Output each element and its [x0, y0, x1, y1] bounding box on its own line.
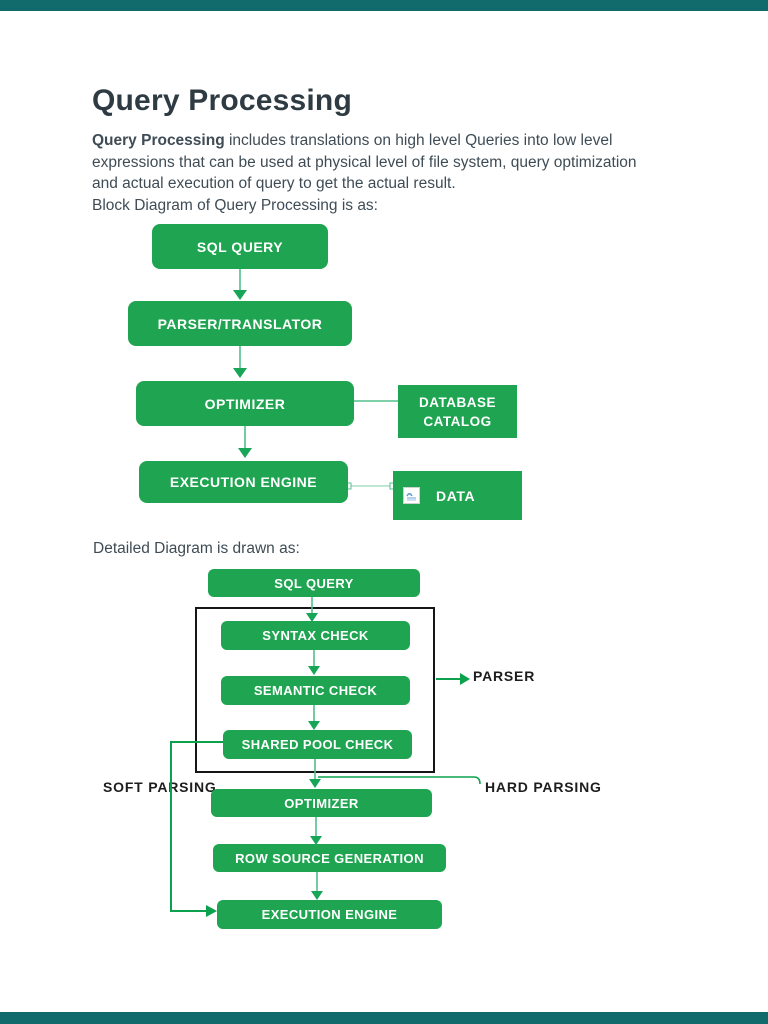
node-execution-engine-2: EXECUTION ENGINE: [217, 900, 442, 929]
node-optimizer-2: OPTIMIZER: [211, 789, 432, 817]
viewer-bottom-bar: [0, 1012, 768, 1024]
arrow-optimizer-to-executionengine: [238, 426, 252, 458]
node-sql-query-2: SQL QUERY: [208, 569, 420, 597]
arrow-sqlquery-to-parsertranslator: [233, 269, 247, 300]
hard-parsing-label: HARD PARSING: [485, 779, 602, 795]
node-row-source-generation: ROW SOURCE GENERATION: [213, 844, 446, 872]
soft-parsing-label: SOFT PARSING: [103, 779, 217, 795]
hard-parsing-line: [318, 776, 481, 785]
arrow-rowsourcegeneration-to-executionengine2: [311, 872, 323, 900]
node-database-catalog: DATABASE CATALOG: [398, 385, 517, 438]
paragraph-line-1: Query Processing includes translations o…: [92, 130, 637, 152]
node-shared-pool-check: SHARED POOL CHECK: [223, 730, 412, 759]
node-execution-engine-1: EXECUTION ENGINE: [139, 461, 348, 503]
paragraph-lead-bold: Query Processing: [92, 132, 225, 149]
node-data-label: DATA: [436, 487, 476, 504]
node-syntax-check: SYNTAX CHECK: [221, 621, 410, 650]
arrow-optimizer2-to-rowsourcegeneration: [310, 817, 322, 845]
parser-label: PARSER: [473, 668, 536, 684]
arrow-parsercontainer-to-parser-label: [436, 673, 470, 685]
node-sql-query-1: SQL QUERY: [152, 224, 328, 269]
intro-paragraph: Query Processing includes translations o…: [92, 130, 637, 216]
arrow-parsertranslator-to-optimizer: [233, 346, 247, 378]
viewer-top-bar: [0, 0, 768, 11]
connector-executionengine-to-data: [344, 482, 397, 490]
database-catalog-line-2: CATALOG: [423, 413, 492, 429]
node-parser-translator: PARSER/TRANSLATOR: [128, 301, 352, 346]
node-optimizer-1: OPTIMIZER: [136, 381, 354, 426]
paragraph-line-1-rest: includes translations on high level Quer…: [224, 132, 613, 149]
node-semantic-check: SEMANTIC CHECK: [221, 676, 410, 705]
detailed-diagram-caption: Detailed Diagram is drawn as:: [93, 540, 300, 557]
paragraph-line-3: and actual execution of query to get the…: [92, 175, 456, 192]
image-placeholder-icon: [403, 487, 420, 504]
node-data: DATA: [393, 471, 522, 520]
paragraph-line-2: expressions that can be used at physical…: [92, 153, 637, 171]
database-catalog-line-1: DATABASE: [419, 394, 496, 410]
block-diagram-caption: Block Diagram of Query Processing is as:: [92, 196, 378, 214]
page-title: Query Processing: [92, 84, 352, 117]
